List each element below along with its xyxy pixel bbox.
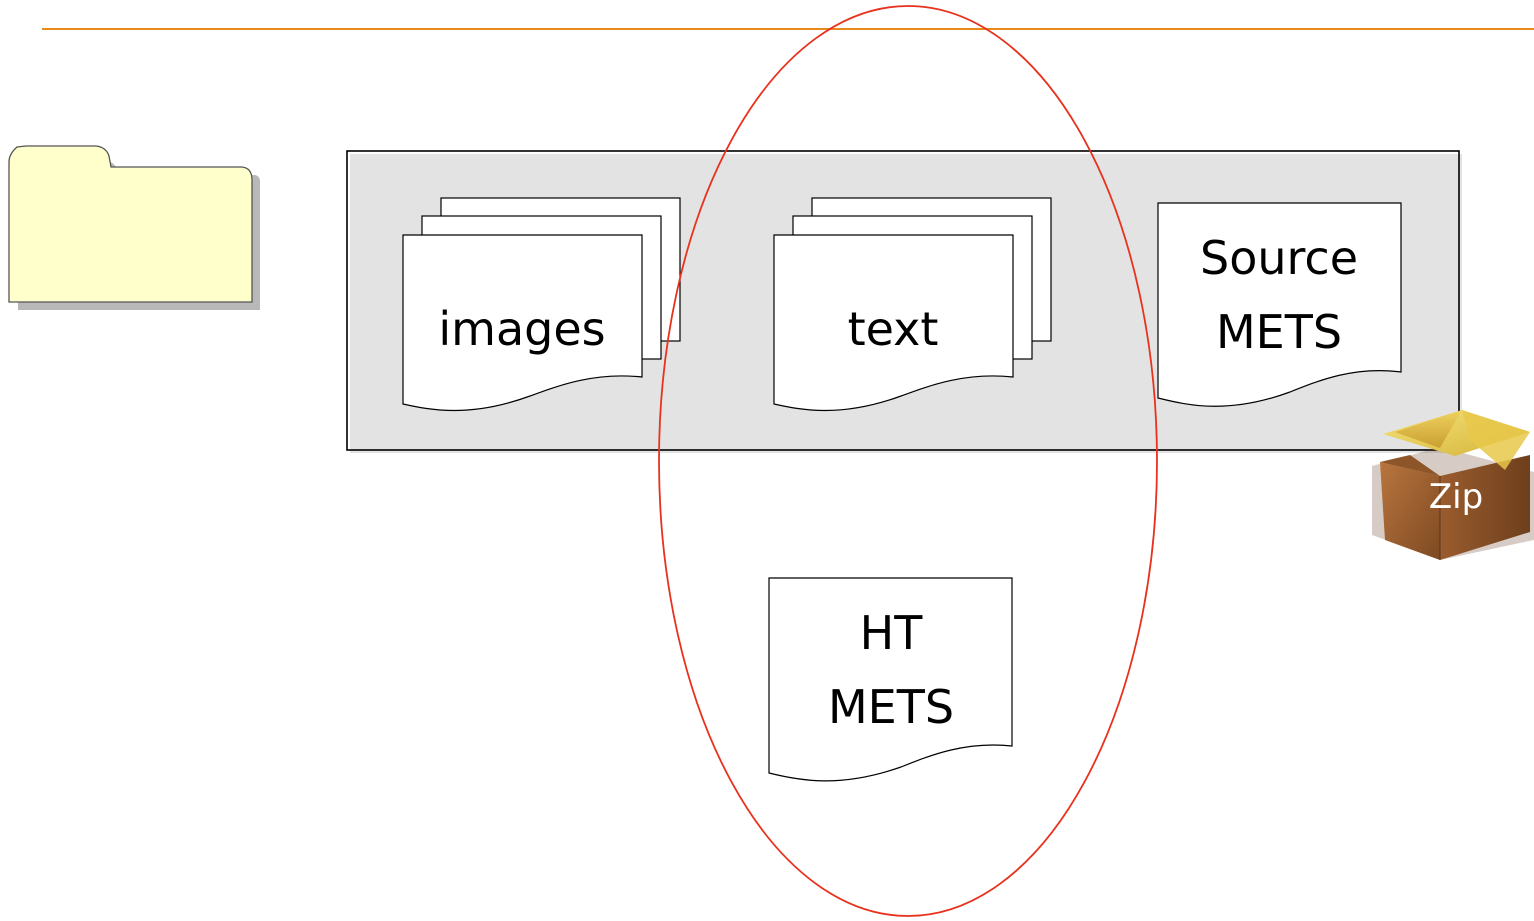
- zip-package-icon: Zip: [1372, 410, 1534, 560]
- source-mets-document: Source METS: [1157, 202, 1402, 407]
- source-mets-label-line1: Source: [1200, 231, 1358, 285]
- ht-mets-label-line1: HT: [860, 606, 924, 660]
- ht-mets-document: HT METS: [768, 577, 1013, 782]
- highlight-ellipse: [658, 5, 1158, 917]
- text-label: text: [848, 302, 939, 356]
- folder-icon: [8, 145, 260, 310]
- images-label: images: [438, 302, 605, 356]
- source-mets-label-line2: METS: [1216, 305, 1342, 359]
- images-document-stack: images: [402, 197, 681, 412]
- ht-mets-label-line2: METS: [828, 680, 954, 734]
- text-document-stack: text: [773, 197, 1052, 412]
- zip-label: Zip: [1429, 477, 1483, 517]
